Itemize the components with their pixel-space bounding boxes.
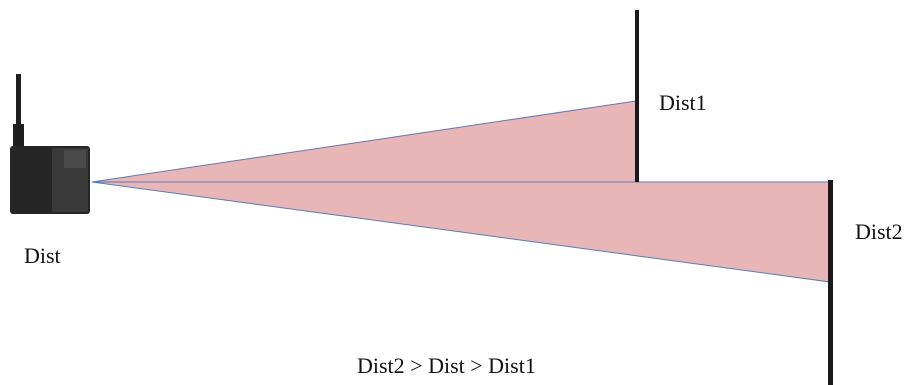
beam-upper [91,100,637,183]
sensor-antenna-base [13,124,24,148]
beam-lower [91,181,831,283]
sensor-face-highlight [64,150,86,168]
label-dist2: Dist2 [855,219,903,244]
label-dist1: Dist1 [659,90,707,115]
sensor-antenna [16,74,21,132]
wall-far [828,180,833,385]
label-dist: Dist [24,243,61,268]
sensor-device [10,74,90,214]
label-relation: Dist2 > Dist > Dist1 [357,353,536,378]
wall-near [635,10,639,182]
